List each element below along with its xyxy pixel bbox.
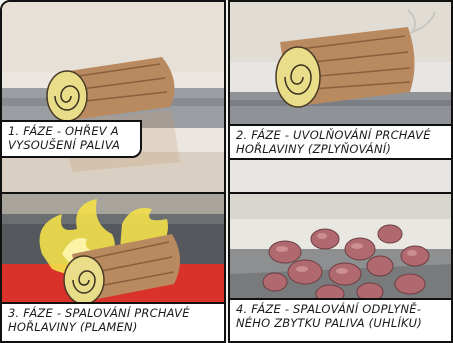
panel-phase-4: 4. FÁZE - SPALOVÁNÍ ODPLYNĚ- NÉHO ZBYTKU…	[228, 192, 453, 343]
caption-line-2: HOŘLAVINY (ZPLYŇOVÁNÍ)	[236, 142, 449, 156]
caption-phase-1: 1. FÁZE - OHŘEV A VYSOUŠENÍ PALIVA	[0, 120, 142, 158]
caption-line-2: HOŘLAVINY (PLAMEN)	[8, 320, 222, 334]
illustration-phase-1	[2, 2, 226, 196]
illustration-phase-2	[230, 2, 453, 196]
caption-phase-4: 4. FÁZE - SPALOVÁNÍ ODPLYNĚ- NÉHO ZBYTKU…	[228, 298, 453, 343]
caption-line-1: 3. FÁZE - SPALOVÁNÍ PRCHAVÉ	[8, 306, 222, 320]
panel-phase-1: 1. FÁZE - OHŘEV A VYSOUŠENÍ PALIVA	[0, 0, 226, 196]
caption-phase-2: 2. FÁZE - UVOLŇOVÁNÍ PRCHAVÉ HOŘLAVINY (…	[228, 124, 453, 160]
caption-line-2: VYSOUŠENÍ PALIVA	[8, 138, 134, 152]
panel-phase-2: 2. FÁZE - UVOLŇOVÁNÍ PRCHAVÉ HOŘLAVINY (…	[228, 0, 453, 196]
caption-line-1: 2. FÁZE - UVOLŇOVÁNÍ PRCHAVÉ	[236, 128, 449, 142]
caption-line-1: 4. FÁZE - SPALOVÁNÍ ODPLYNĚ-	[236, 302, 449, 316]
caption-line-1: 1. FÁZE - OHŘEV A	[8, 124, 134, 138]
panel-phase-3: 3. FÁZE - SPALOVÁNÍ PRCHAVÉ HOŘLAVINY (P…	[0, 192, 226, 343]
caption-line-2: NÉHO ZBYTKU PALIVA (UHLÍKU)	[236, 316, 449, 330]
caption-phase-3: 3. FÁZE - SPALOVÁNÍ PRCHAVÉ HOŘLAVINY (P…	[0, 302, 226, 343]
